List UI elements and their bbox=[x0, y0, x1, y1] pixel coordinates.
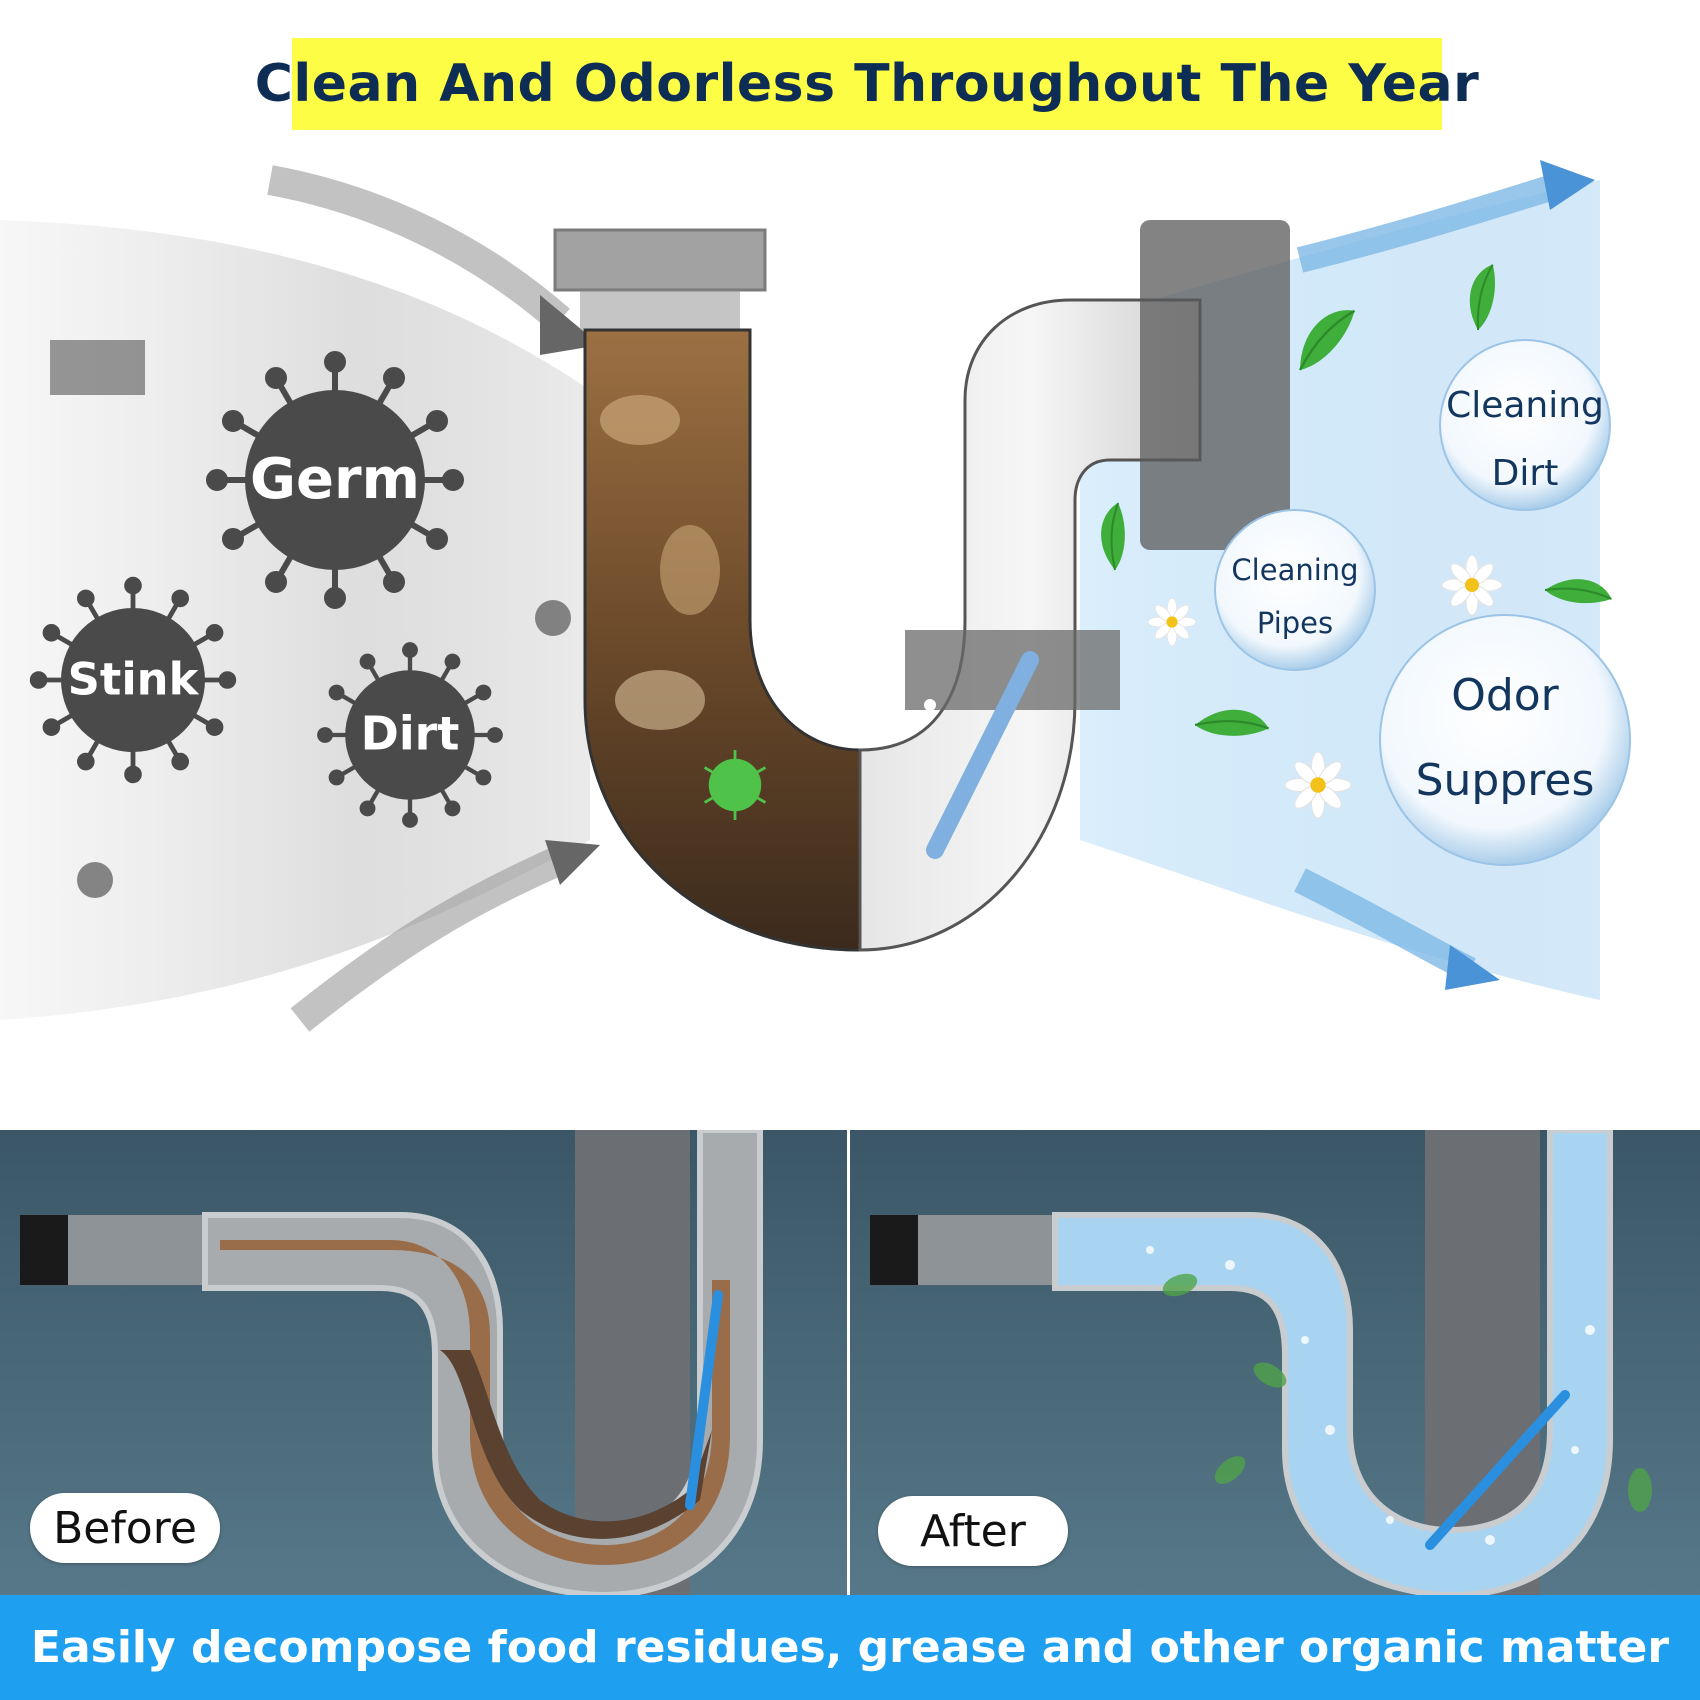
blue-arrow-top-head bbox=[1540, 160, 1595, 210]
dirty-pipe-half bbox=[553, 228, 862, 952]
after-panel: After bbox=[850, 1130, 1700, 1595]
stink-label: Stink bbox=[68, 652, 200, 705]
dirt-label: Dirt bbox=[361, 706, 460, 760]
pipe-illustration: Germ Stink Dirt Cleaning Dirt Cleaning P… bbox=[0, 160, 1631, 1032]
before-label-pill: Before bbox=[30, 1493, 220, 1563]
bubble-cleaning-dirt: Cleaning Dirt bbox=[1439, 339, 1611, 511]
before-label: Before bbox=[53, 1502, 197, 1554]
bubble-odor-suppres: Odor Suppres bbox=[1379, 614, 1631, 866]
germ-label: Germ bbox=[250, 447, 420, 512]
footer-banner: Easily decompose food residues, grease a… bbox=[0, 1595, 1700, 1700]
stink-virus: Stink bbox=[32, 579, 234, 781]
germ-virus: Germ bbox=[209, 354, 461, 606]
page-title: Clean And Odorless Throughout The Year bbox=[254, 54, 1480, 114]
clean-pipe-half bbox=[858, 220, 1290, 952]
bubble-cleaning-pipes-line2: Pipes bbox=[1257, 606, 1333, 640]
after-label-pill: After bbox=[878, 1496, 1068, 1566]
dust-speck bbox=[50, 340, 571, 898]
blue-arrow-top bbox=[1296, 172, 1564, 273]
title-banner: Clean And Odorless Throughout The Year bbox=[255, 38, 1479, 130]
gray-arrow-bottom-head bbox=[545, 840, 600, 885]
gray-arrow-top bbox=[267, 165, 570, 332]
blue-arrow-bottom-head bbox=[1445, 945, 1500, 990]
bubble-cleaning-dirt-line2: Dirt bbox=[1492, 453, 1559, 494]
gray-arrow-bottom bbox=[290, 846, 567, 1032]
before-panel: Before bbox=[0, 1130, 847, 1595]
bubble-odor-line1: Odor bbox=[1451, 670, 1559, 721]
bubble-cleaning-pipes: Cleaning Pipes bbox=[1214, 509, 1376, 671]
bubble-cleaning-pipes-line1: Cleaning bbox=[1231, 553, 1358, 587]
dirt-virus: Dirt bbox=[319, 644, 500, 825]
footer-caption: Easily decompose food residues, grease a… bbox=[30, 1622, 1670, 1673]
bubble-cleaning-dirt-line1: Cleaning bbox=[1446, 385, 1604, 426]
after-label: After bbox=[920, 1505, 1026, 1557]
bubble-odor-line2: Suppres bbox=[1416, 755, 1595, 806]
